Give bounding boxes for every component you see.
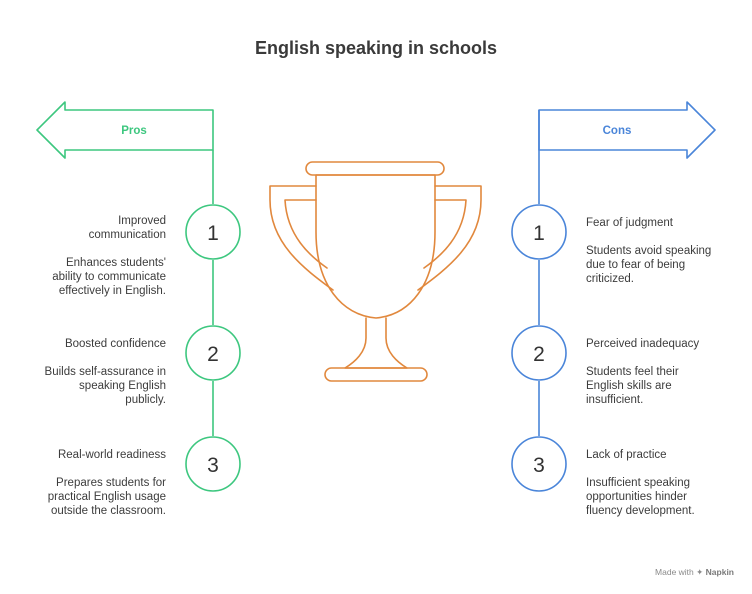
pros-arrow: Pros (36, 101, 214, 436)
cons-item-1-heading: Fear of judgment (586, 217, 673, 229)
trophy-icon (269, 161, 482, 382)
cons-step-2: 2 (511, 325, 567, 381)
pros-item-3-description: Prepares students for practical English … (47, 477, 166, 517)
diagram-title: English speaking in schools (254, 38, 498, 58)
pros-item-2-heading: Boosted confidence (64, 338, 166, 350)
cons-item-3-heading: Lack of practice (586, 449, 667, 461)
svg-text:1: 1 (207, 222, 219, 245)
pros-item-2: Boosted confidence Builds self-assurance… (16, 337, 166, 407)
pros-step-2: 2 (185, 325, 241, 381)
cons-step-3: 3 (511, 436, 567, 492)
cons-item-1: Fear of judgment Students avoid speaking… (586, 216, 736, 286)
pros-label: Pros (121, 125, 147, 137)
footer-prefix: Made with (655, 567, 694, 577)
cons-item-2-description: Students feel their English skills are i… (586, 366, 679, 406)
cons-item-2-heading: Perceived inadequacy (586, 338, 700, 350)
pros-step-3: 3 (185, 436, 241, 492)
pros-step-1: 1 (185, 204, 241, 260)
pros-item-1: Improved communication Enhances students… (16, 214, 166, 298)
pros-item-1-heading: Improved communication (88, 215, 166, 241)
cons-item-2: Perceived inadequacy Students feel their… (586, 337, 736, 407)
napkin-logo-icon: ✦ (696, 567, 704, 577)
svg-text:3: 3 (207, 454, 219, 477)
svg-text:3: 3 (533, 454, 545, 477)
cons-arrow: Cons (538, 101, 716, 436)
svg-text:2: 2 (207, 343, 219, 366)
footer-brand: Napkin (705, 567, 734, 577)
svg-text:2: 2 (533, 343, 545, 366)
cons-item-3-description: Insufficient speaking opportunities hind… (586, 477, 695, 517)
cons-item-1-description: Students avoid speaking due to fear of b… (586, 245, 712, 285)
pros-item-2-description: Builds self-assurance in speaking Englis… (44, 366, 166, 406)
pros-item-3: Real-world readiness Prepares students f… (16, 448, 166, 518)
cons-label: Cons (603, 125, 632, 137)
made-with-footer[interactable]: Made with ✦ Napkin (655, 567, 734, 578)
pros-item-3-heading: Real-world readiness (57, 449, 166, 461)
pros-item-1-description: Enhances students' ability to communicat… (52, 257, 166, 297)
cons-step-1: 1 (511, 204, 567, 260)
cons-item-3: Lack of practice Insufficient speaking o… (586, 448, 736, 518)
svg-text:1: 1 (533, 222, 545, 245)
